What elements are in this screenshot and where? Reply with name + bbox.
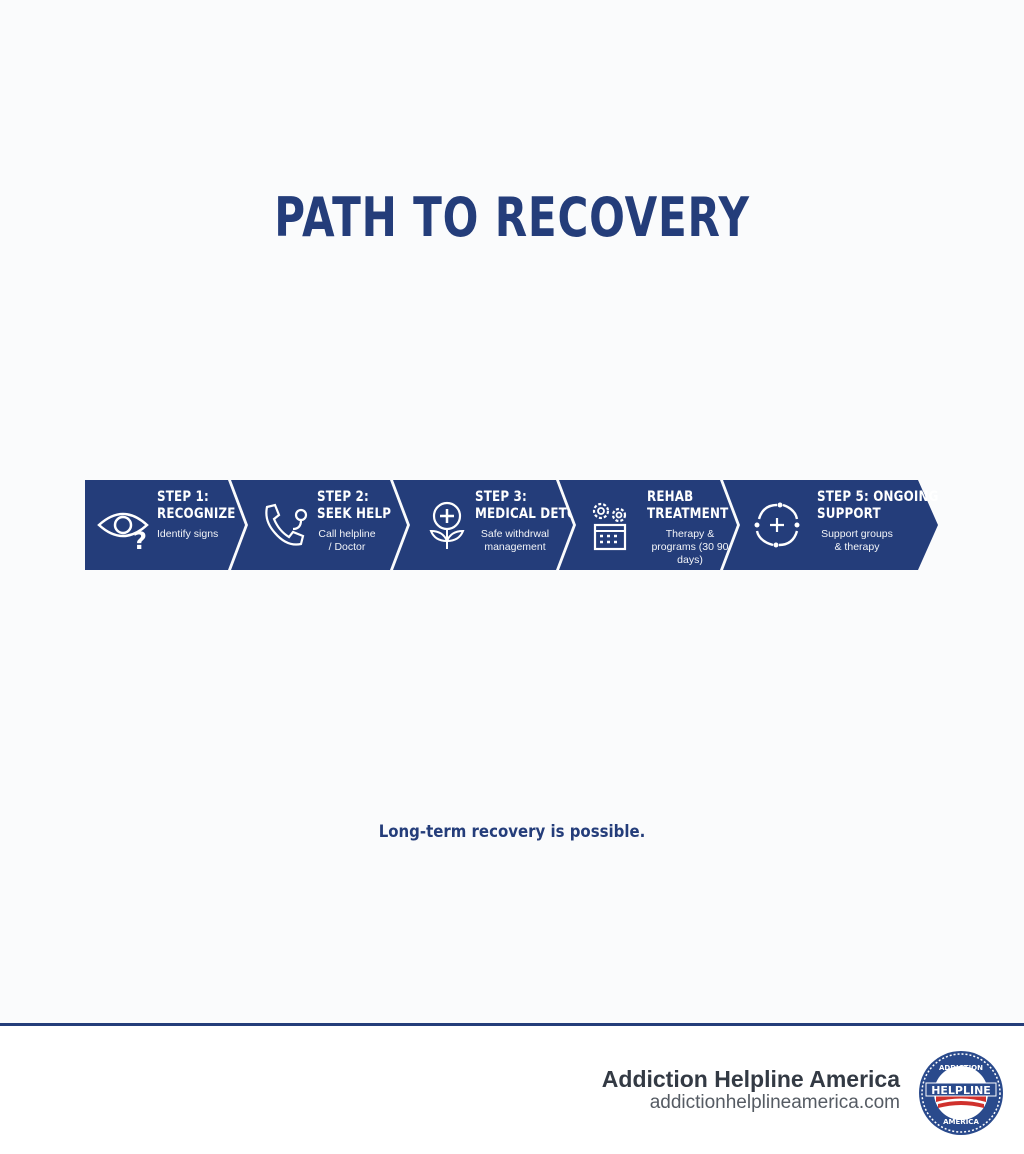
step-title: SUPPORT <box>817 506 881 522</box>
helpline-logo: HELPLINE ADDICTION AMERICA <box>919 1051 1003 1135</box>
medical-plant-icon <box>429 501 465 549</box>
eye-question-icon: ? <box>97 512 149 553</box>
brand-name: Addiction Helpline America <box>601 1066 900 1092</box>
step-chevron <box>723 480 938 570</box>
step-title: TREATMENT <box>647 506 729 522</box>
step-description: Identify signs <box>157 528 219 540</box>
step-chevron <box>559 480 737 570</box>
svg-text:?: ? <box>133 527 147 553</box>
step-description: Support groups & therapy <box>821 528 893 553</box>
logo-ring-top: ADDICTION <box>939 1064 983 1072</box>
step-title: RECOGNIZE <box>157 506 236 522</box>
step-chevron <box>231 480 407 570</box>
footer-divider <box>0 1023 1024 1026</box>
step-description: Therapy & programs (30 90 days) <box>651 528 729 566</box>
step-title: STEP 3: <box>475 489 527 505</box>
step-title: STEP 5: ONGOING <box>817 489 939 505</box>
recovery-steps-bar: ? STEP 1: RECOGNIZE Identify signs STEP … <box>85 480 938 570</box>
support-cycle-icon <box>754 502 800 548</box>
page-title: PATH TO RECOVERY <box>274 186 750 249</box>
logo-ring-bottom: AMERICA <box>943 1118 979 1126</box>
step-title: STEP 1: <box>157 489 209 505</box>
phone-stethoscope-icon <box>265 503 308 546</box>
step-chevron <box>393 480 573 570</box>
brand-block: Addiction Helpline America addictionhelp… <box>602 1066 900 1114</box>
step-title: SEEK HELP <box>317 506 392 522</box>
step-title: REHAB <box>647 489 694 505</box>
step-recognize: ? STEP 1: RECOGNIZE Identify signs <box>85 480 245 570</box>
brand-url: addictionhelplineamerica.com <box>649 1092 900 1113</box>
tagline: Long-term recovery is possible. <box>378 822 646 842</box>
step-ongoing-support: STEP 5: ONGOING SUPPORT Support groups &… <box>723 480 938 570</box>
step-title: MEDICAL DETOX <box>475 506 587 522</box>
logo-text: HELPLINE <box>931 1084 991 1097</box>
step-description: Safe withdrwal management <box>480 528 550 553</box>
step-description: Call helpline / Doctor <box>318 528 376 553</box>
step-chevron <box>85 480 245 570</box>
step-medical-detox: STEP 3: MEDICAL DETOX Safe withdrwal man… <box>393 480 586 570</box>
step-rehab-treatment: REHAB TREATMENT Therapy & programs (30 9… <box>559 480 737 570</box>
step-seek-help: STEP 2: SEEK HELP Call helpline / Doctor <box>231 480 407 570</box>
step-title: STEP 2: <box>317 489 369 505</box>
footer: Addiction Helpline America addictionhelp… <box>0 1026 1024 1154</box>
gears-calendar-icon <box>592 502 627 551</box>
